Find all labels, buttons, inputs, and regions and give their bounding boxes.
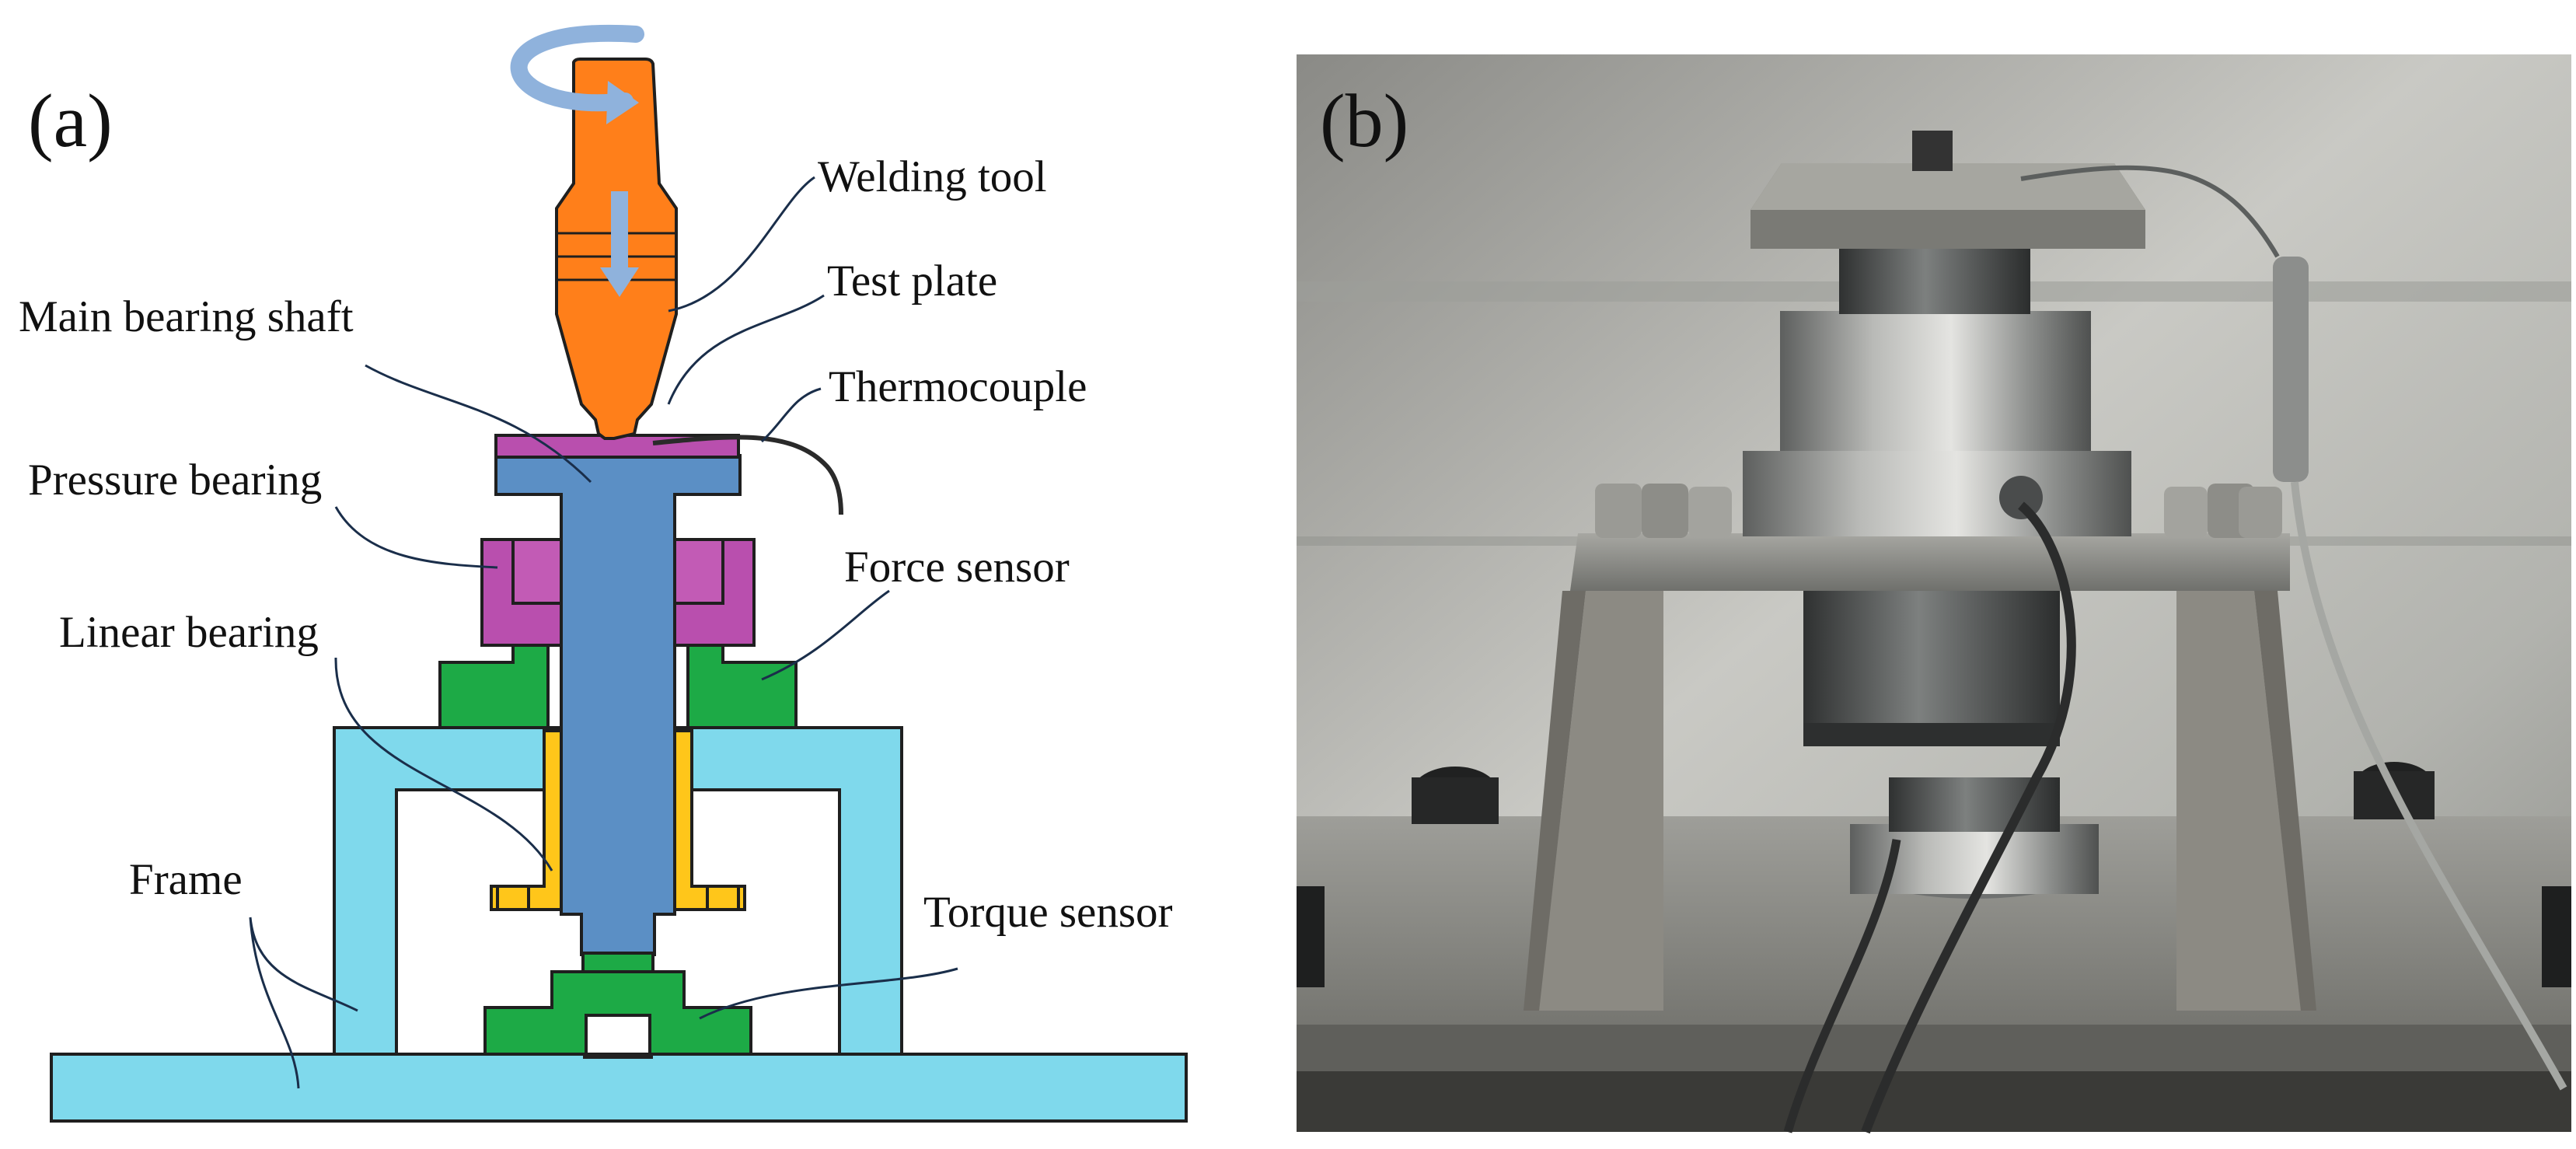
photo-top-bolt-left-3	[1688, 487, 1732, 538]
label-linear-bearing: Linear bearing	[59, 608, 319, 657]
label-pressure-bearing: Pressure bearing	[28, 456, 322, 505]
leader-torque-sensor	[699, 967, 958, 1020]
photo-linear-bearing	[1803, 591, 2060, 746]
leader-pressure-bearing	[334, 506, 498, 569]
panel-b-label: (b)	[1320, 79, 1408, 163]
photo-frame-leg-left-edge	[1524, 591, 1586, 1011]
rotation-arrowhead-icon	[606, 81, 639, 124]
photo-top-bolt-left-2	[1642, 484, 1688, 538]
photo-shaft-collar	[1839, 243, 2030, 314]
schematic-panel: (a)	[19, 24, 1188, 1123]
linear-bearing-bolt-left	[496, 885, 530, 911]
photo-linear-bearing-lip	[1803, 723, 2060, 746]
leader-force-sensor	[761, 589, 890, 681]
photo-top-bolt	[1912, 131, 1953, 171]
label-welding-tool: Welding tool	[818, 152, 1047, 201]
down-arrow-head-icon	[600, 267, 639, 297]
photo-thermocouple-cable	[2291, 481, 2567, 1091]
photo-table	[1297, 1071, 2571, 1132]
photo-base-bolt-edge-left	[1297, 886, 1325, 987]
leader-main-bearing-shaft	[365, 364, 592, 484]
label-frame: Frame	[129, 855, 243, 904]
photo-top-bolt-left-1	[1595, 484, 1642, 538]
photo-base-edge	[1297, 1025, 2571, 1071]
rotation-arrow-icon	[510, 24, 644, 112]
photo-force-sensor-connector	[1999, 476, 2043, 519]
photo-force-sensor	[1743, 451, 2131, 536]
leader-welding-tool	[668, 176, 815, 313]
label-test-plate: Test plate	[827, 257, 997, 306]
torque-sensor	[483, 970, 752, 1056]
photo-top-bolt-right-1	[2164, 487, 2208, 538]
photo-base-bolt-edge-right	[2542, 886, 2571, 987]
label-main-bearing-shaft: Main bearing shaft	[19, 292, 354, 341]
label-thermocouple: Thermocouple	[829, 362, 1087, 411]
leader-frame	[249, 917, 358, 1089]
panel-a-label: (a)	[28, 79, 113, 163]
force-sensor-left	[438, 644, 550, 729]
leader-test-plate	[667, 294, 825, 405]
photo-torque-sensor-cable	[1783, 839, 1901, 1133]
down-arrow-shaft-icon	[611, 191, 628, 269]
leader-thermocouple	[760, 387, 822, 443]
photo-frame-leg-left	[1539, 591, 1663, 1011]
photo-thermocouple-sleeve	[2273, 257, 2309, 482]
frame-base-plate	[50, 1053, 1188, 1123]
force-sensor-right	[686, 644, 798, 729]
pressure-bearing-race-right	[671, 538, 724, 605]
leader-linear-bearing	[334, 657, 553, 871]
photo-force-sensor-cable	[1861, 501, 2076, 1134]
photo-pressure-bearing	[1780, 311, 2091, 451]
photo-top-bolt-right-3	[2239, 487, 2282, 538]
label-torque-sensor: Torque sensor	[923, 888, 1173, 937]
photo-frame-top-plate	[1570, 533, 2290, 591]
photo-panel: (b)	[1297, 54, 2571, 1134]
photo-thermocouple-wire	[2020, 165, 2280, 258]
torque-sensor-coupling	[581, 952, 654, 973]
photo-base-bolt-left-body	[1412, 777, 1499, 824]
thermocouple-wire	[652, 435, 843, 515]
photo-frame-leg-right	[2176, 591, 2301, 1011]
photo-frame-leg-right-edge	[2254, 591, 2316, 1011]
label-force-sensor: Force sensor	[844, 543, 1070, 592]
linear-bearing-bolt-right	[706, 885, 740, 911]
pressure-bearing-race-left	[511, 538, 565, 605]
torque-sensor-base-line	[583, 1054, 653, 1059]
